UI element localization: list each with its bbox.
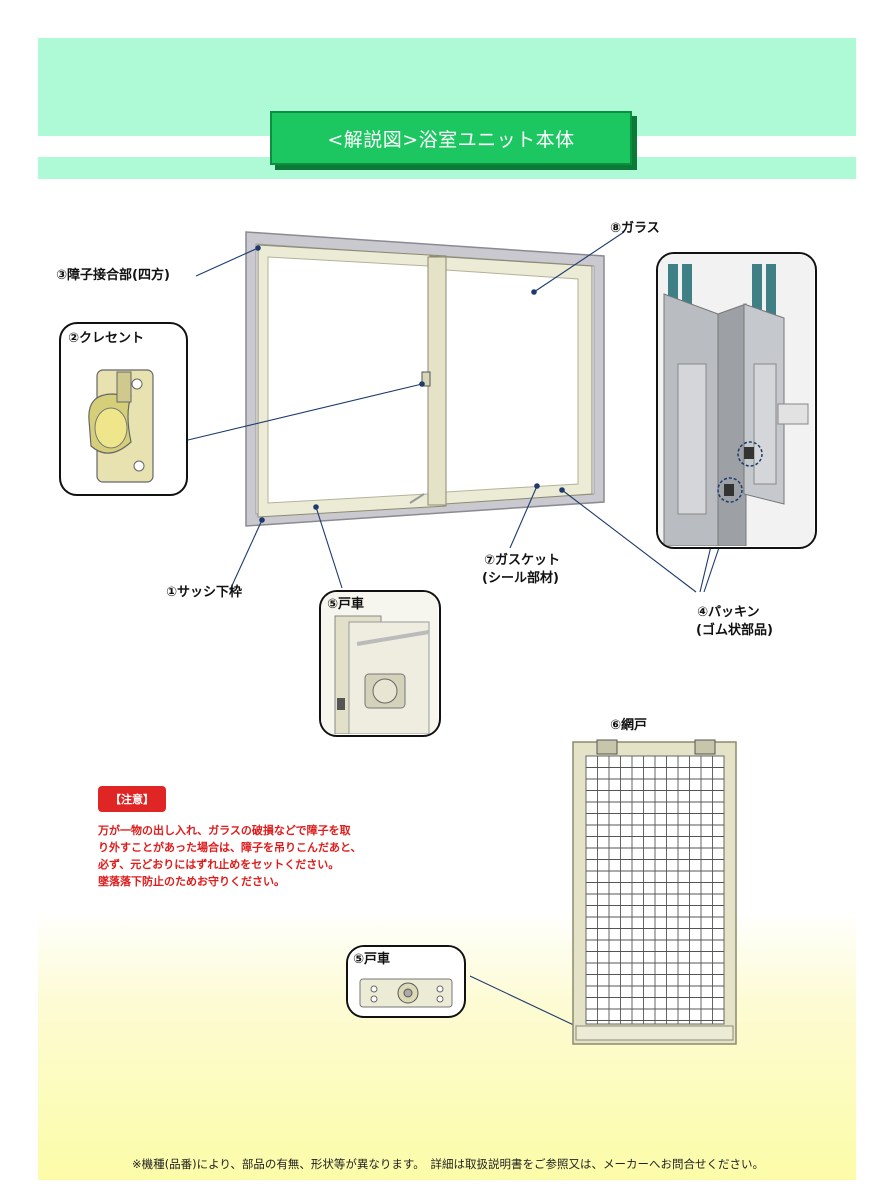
screen-bottom-rail — [575, 1025, 734, 1041]
header-band-lower — [38, 157, 856, 179]
caution-text: 万が一物の出し入れ、ガラスの破損などで障子を取 り外すことがあった場合は、障子を… — [98, 822, 418, 890]
right-sash-glass — [445, 269, 579, 493]
packing-inset — [656, 252, 817, 549]
window-illustration — [245, 231, 605, 527]
label-roller-top: ⑤戸車 — [327, 597, 365, 612]
caution-line: 墜落落下防止のためお守りください。 — [98, 875, 285, 888]
label-gasket-sub: (シール部材) — [482, 571, 559, 586]
label-packing-sub: (ゴム状部品) — [696, 623, 773, 638]
label-glass: ⑧ガラス — [610, 221, 660, 236]
left-sash-glass — [267, 256, 429, 504]
crescent-inset — [59, 322, 188, 496]
caution-line: 万が一物の出し入れ、ガラスの破損などで障子を取 — [98, 824, 351, 837]
caution-badge: 【注意】 — [98, 786, 166, 812]
caution-line: 必ず、元どおりにはずれ止めをセットください。 — [98, 858, 340, 871]
screen-door-illustration — [572, 739, 737, 1045]
leader-lines — [187, 231, 751, 1029]
footer-note: ※機種(品番)により、部品の有無、形状等が異なります。 詳細は取扱説明書をご参照… — [131, 1157, 764, 1171]
roller-inset-bottom — [346, 945, 466, 1018]
label-crescent: ②クレセント — [68, 331, 145, 346]
caution-line: り外すことがあった場合は、障子を吊りこんだあと、 — [98, 841, 362, 854]
label-sash-bottom: ①サッシ下枠 — [166, 585, 243, 600]
meeting-stile — [427, 256, 447, 506]
label-screen: ⑥網戸 — [610, 718, 648, 733]
label-packing: ④パッキン — [697, 605, 760, 620]
label-roller-bottom: ⑤戸車 — [353, 952, 391, 967]
page-title: <解説図>浴室ユニット本体 — [270, 111, 632, 165]
roller-inset-top — [319, 590, 441, 737]
label-gasket: ⑦ガスケット — [484, 553, 561, 568]
label-muntin-joint: ③障子接合部(四方) — [56, 268, 170, 283]
crescent-lock — [421, 371, 431, 387]
